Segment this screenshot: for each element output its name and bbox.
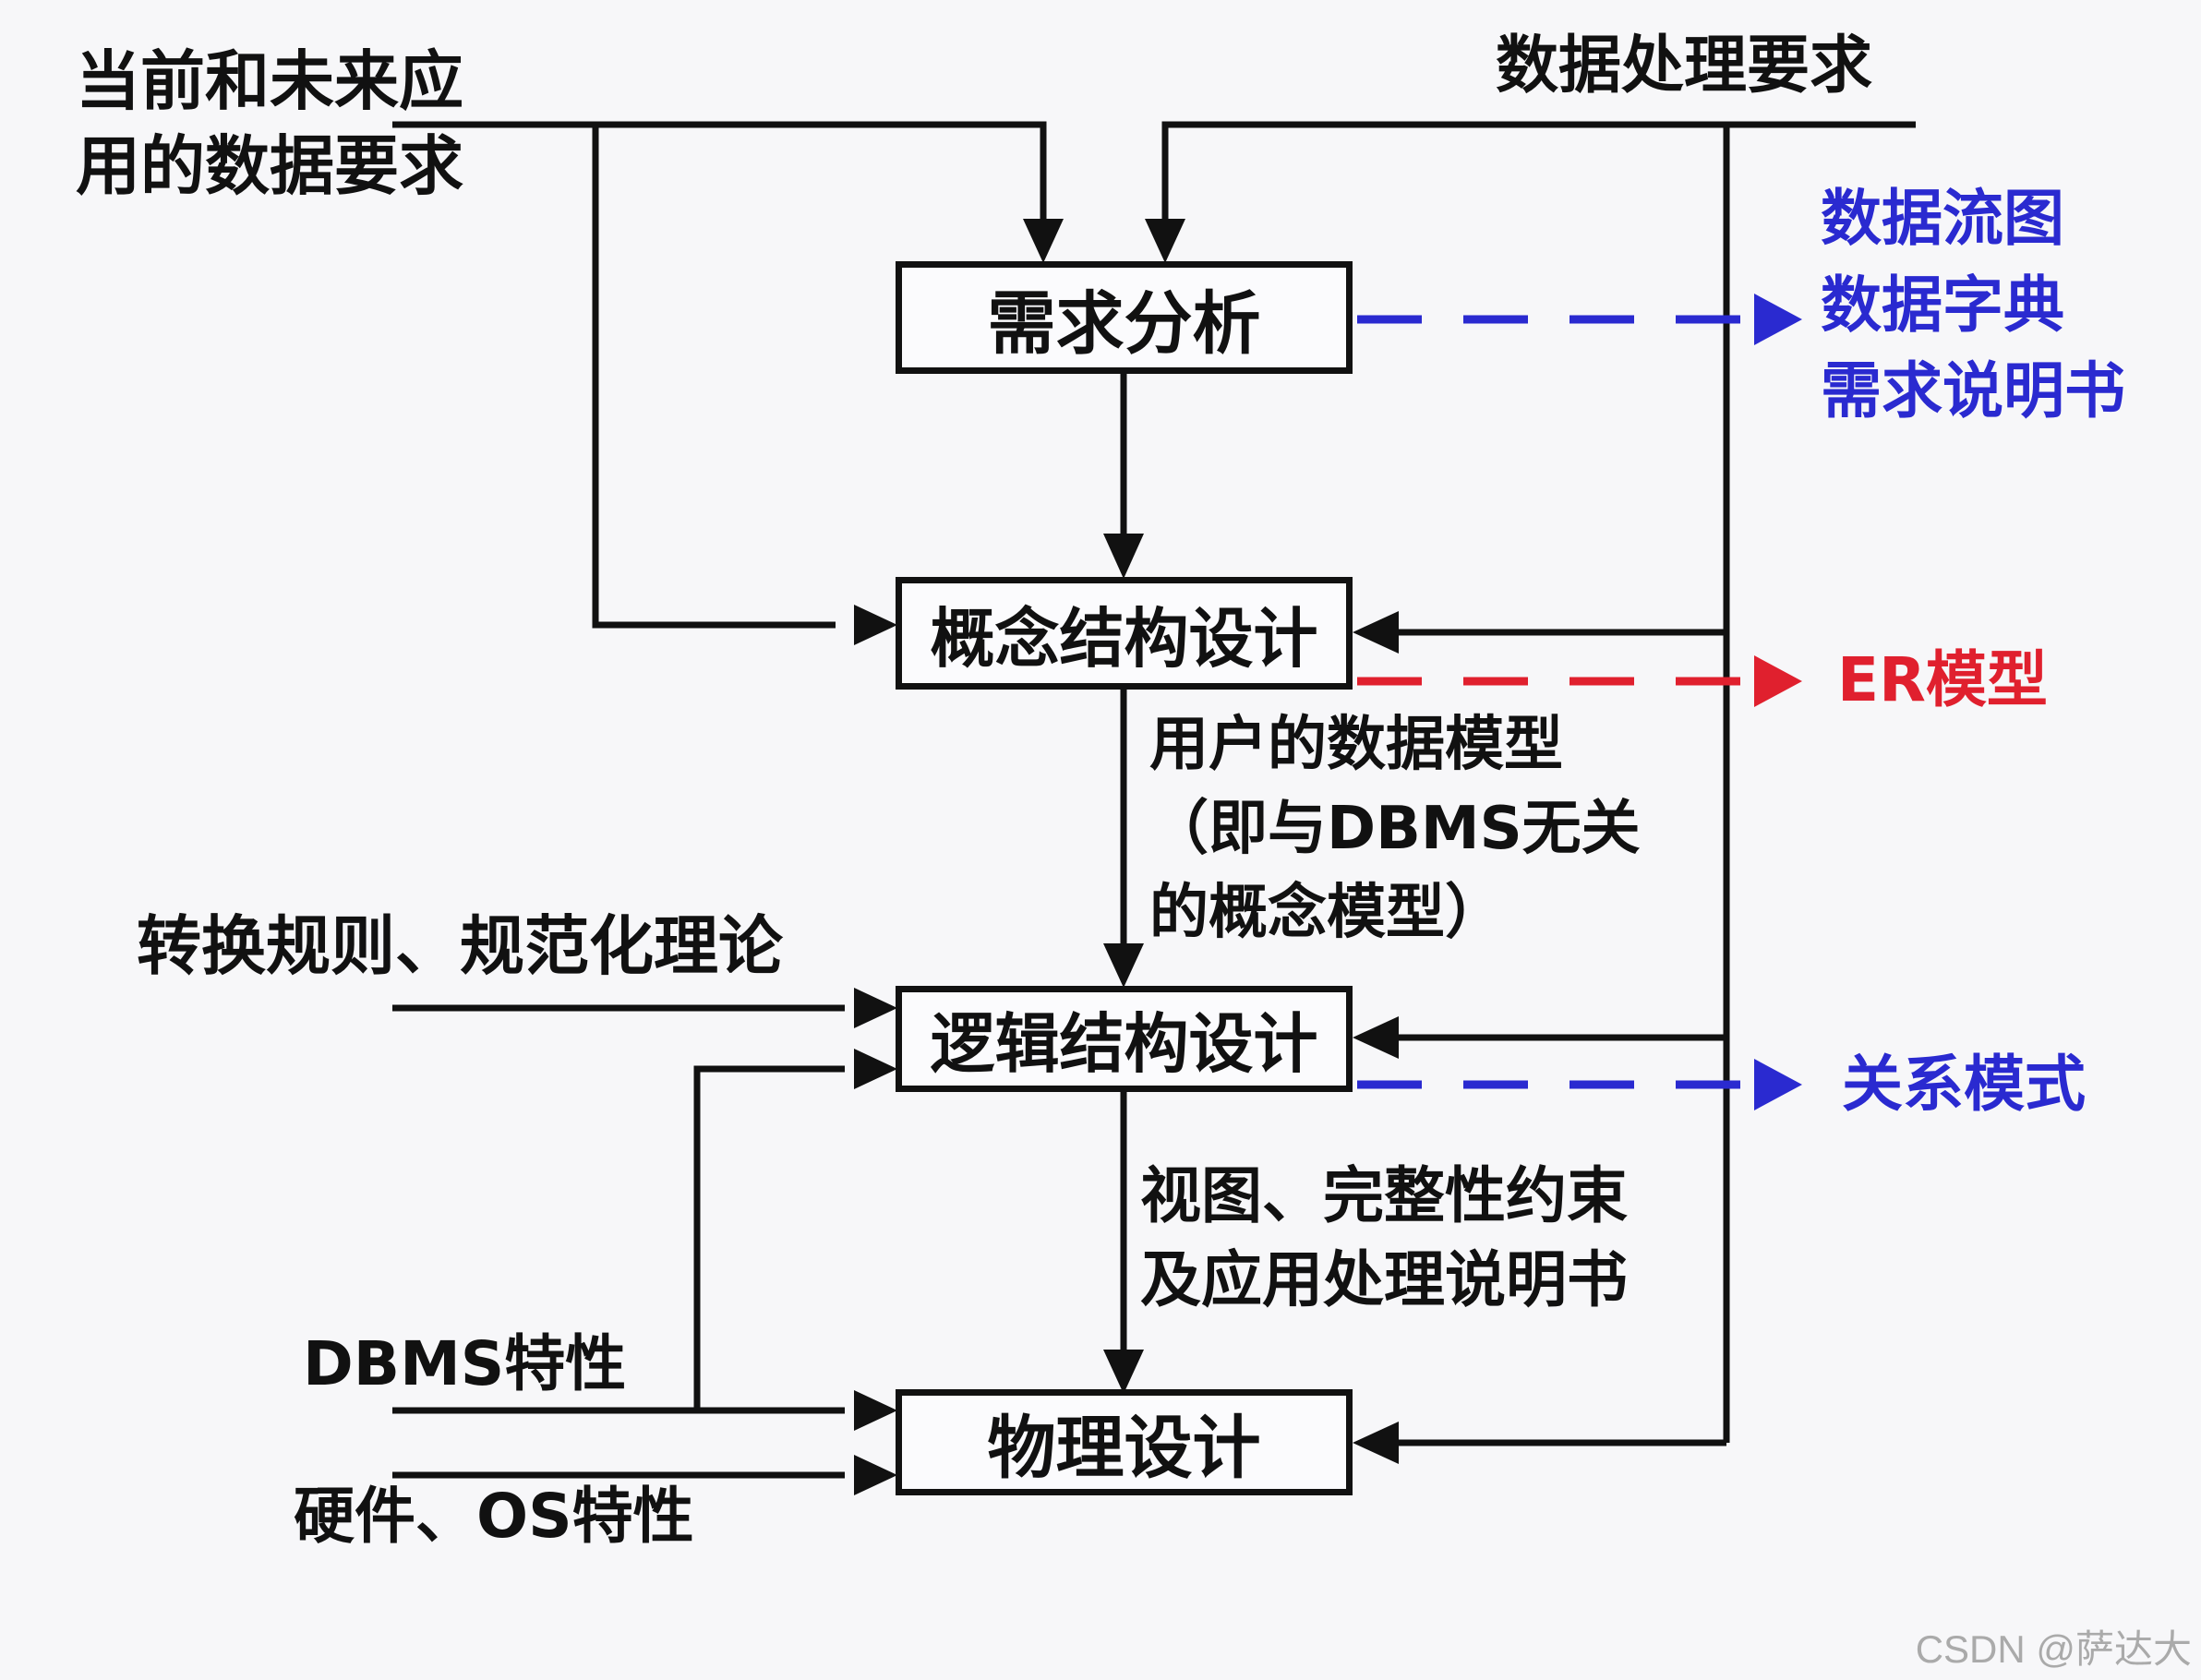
- hardware-os-label: 硬件、OS特性: [294, 1481, 694, 1552]
- watermark: CSDN @萨达大: [1915, 1627, 2192, 1671]
- physical-design-box: 物理设计: [896, 1389, 1353, 1495]
- physical-design-label: 物理设计: [987, 1409, 1261, 1488]
- er-output-arrowhead: [1754, 655, 1802, 707]
- relational-output-arrowhead: [1754, 1059, 1802, 1110]
- requirements-analysis-box: 需求分析: [896, 261, 1353, 374]
- dbms-features-label: DBMS特性: [303, 1328, 627, 1399]
- app-data-requirements-label: 当前和未来应 用的数据要求: [76, 43, 463, 205]
- app-data-to-conceptual: [592, 125, 836, 629]
- processing-requirements-label: 数据处理要求: [1496, 30, 1873, 102]
- views-constraints-label: 视图、完整性约束 及应用处理说明书: [1140, 1160, 1628, 1316]
- app-data-line: [392, 121, 1047, 235]
- user-data-model-label: 用户的数据模型 （即与DBMS无关 的概念模型）: [1149, 711, 1641, 947]
- logical-design-label: 逻辑结构设计: [930, 1006, 1318, 1082]
- conceptual-design-box: 概念结构设计: [896, 577, 1353, 690]
- processing-line: [1161, 121, 1916, 235]
- requirements-outputs-label: 数据流图 数据字典 需求说明书: [1821, 183, 2125, 427]
- req-output-arrowhead: [1754, 294, 1802, 345]
- arrowheads: [854, 219, 1399, 1495]
- logical-design-box: 逻辑结构设计: [896, 986, 1353, 1092]
- rules-label: 转换规则、规范化理论: [137, 908, 783, 984]
- requirements-analysis-label: 需求分析: [987, 283, 1261, 364]
- dbms-to-logical: [693, 1065, 845, 1410]
- relational-schema-label: 关系模式: [1842, 1049, 2086, 1120]
- er-model-label: ER模型: [1837, 644, 2048, 715]
- conceptual-design-label: 概念结构设计: [930, 600, 1318, 677]
